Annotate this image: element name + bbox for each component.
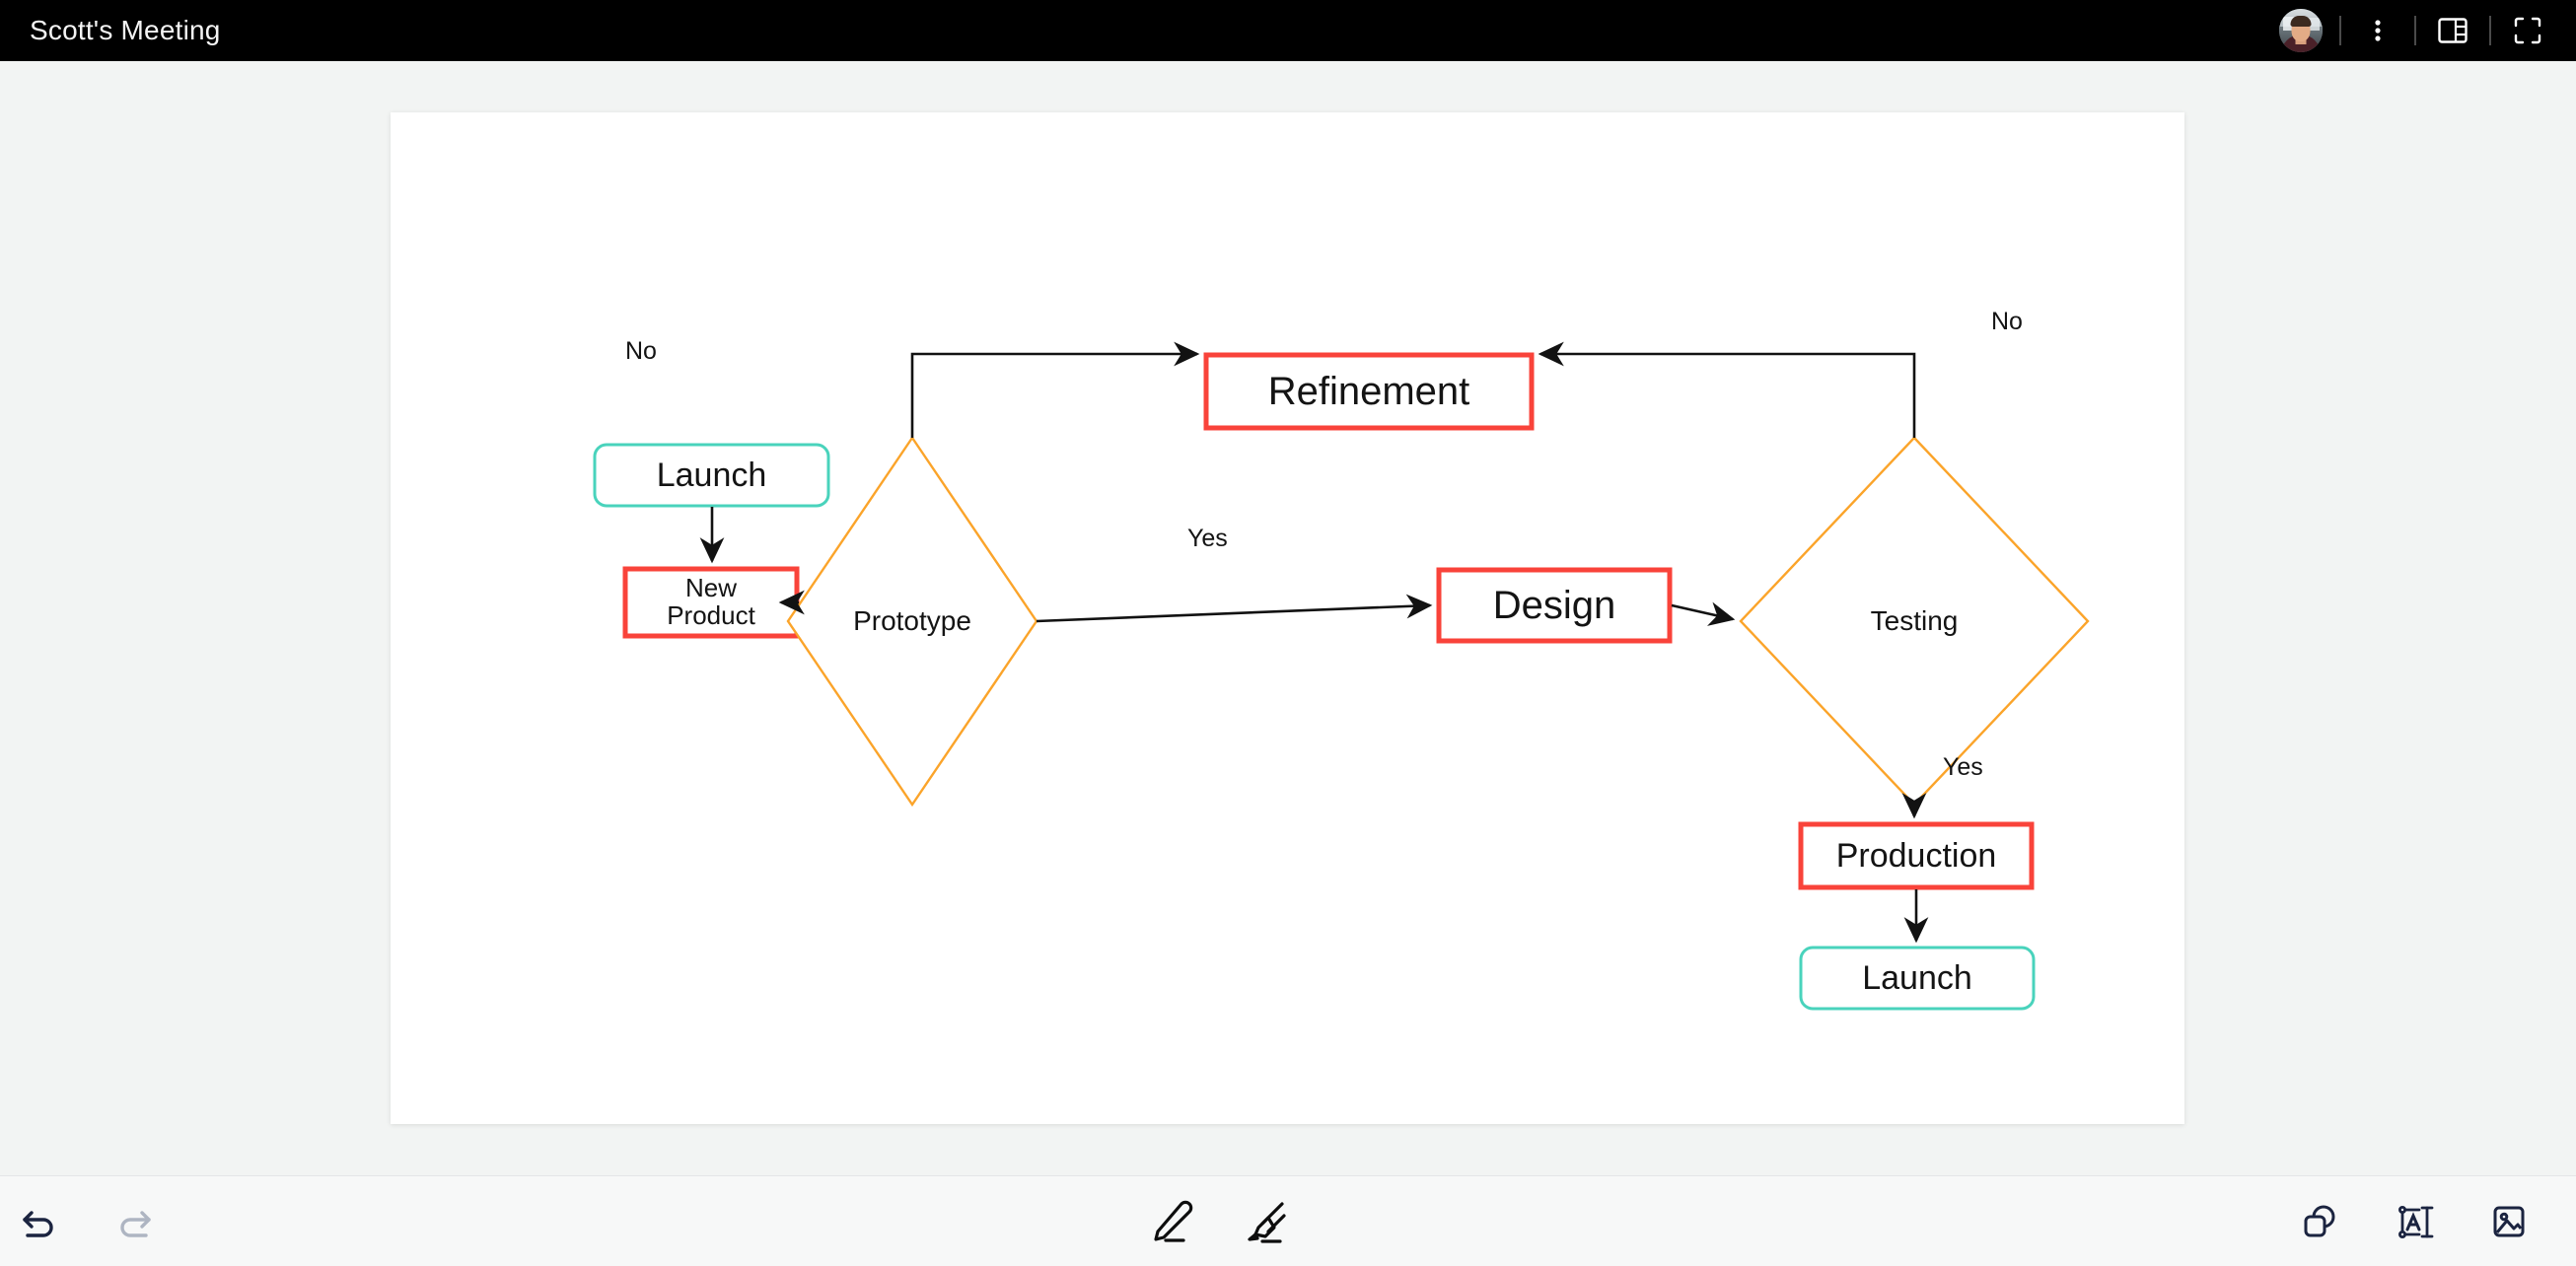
pen-icon (1154, 1200, 1193, 1242)
edge-testing-no-to-refinement (1538, 341, 1916, 438)
more-options-icon (2375, 20, 2381, 41)
edge-prototype-no-to-refinement (910, 341, 1200, 438)
text-tool-button[interactable] (2383, 1190, 2446, 1253)
redo-icon (120, 1211, 151, 1237)
edge-label-testing-no: No (1991, 308, 2023, 335)
highlighter-tool-button[interactable] (1231, 1190, 1302, 1253)
fullscreen-button[interactable] (2501, 0, 2554, 61)
edge-design-to-testing (1671, 601, 1736, 626)
more-options-button[interactable] (2351, 0, 2404, 61)
highlighter-icon (1248, 1202, 1286, 1243)
panel-layout-button[interactable] (2426, 0, 2479, 61)
header-actions (2276, 0, 2554, 61)
node-refinement-shape[interactable] (1203, 352, 1535, 431)
flowchart (593, 341, 2090, 1011)
edge-prototype-yes-to-design (1036, 594, 1433, 623)
page-title: Scott's Meeting (30, 15, 221, 45)
shapes-tool-button[interactable] (2288, 1190, 2351, 1253)
panel-layout-icon (2438, 18, 2468, 43)
divider-2 (2414, 16, 2416, 45)
whiteboard-canvas[interactable]: Launch New Product Prototype Refinement … (391, 112, 2184, 1124)
node-testing-shape[interactable] (1739, 436, 2090, 807)
node-design-shape[interactable] (1436, 567, 1673, 644)
edge-label-prototype-no: No (625, 337, 657, 365)
avatar[interactable] (2276, 0, 2329, 61)
undo-icon (23, 1211, 53, 1237)
node-production-shape[interactable] (1798, 821, 2035, 890)
image-tool-button[interactable] (2477, 1190, 2540, 1253)
node-launch-end-shape[interactable] (1799, 946, 2036, 1011)
app-header: Scott's Meeting (0, 0, 2576, 61)
node-launch-start-shape[interactable] (593, 443, 830, 508)
node-prototype-shape[interactable] (786, 435, 1038, 808)
divider-3 (2489, 16, 2491, 45)
redo-button[interactable] (103, 1190, 166, 1253)
fullscreen-icon (2514, 17, 2541, 44)
edge-label-testing-yes: Yes (1943, 753, 1983, 781)
divider-1 (2339, 16, 2341, 45)
undo-button[interactable] (8, 1190, 71, 1253)
text-icon (2397, 1205, 2434, 1239)
shapes-icon (2304, 1205, 2335, 1237)
node-new-product-shape[interactable] (622, 566, 800, 639)
bottom-toolbar (0, 1175, 2576, 1266)
avatar-image (2279, 9, 2323, 52)
pen-tool-button[interactable] (1136, 1190, 1207, 1253)
image-icon (2493, 1206, 2525, 1237)
edge-label-prototype-yes: Yes (1187, 525, 1228, 552)
